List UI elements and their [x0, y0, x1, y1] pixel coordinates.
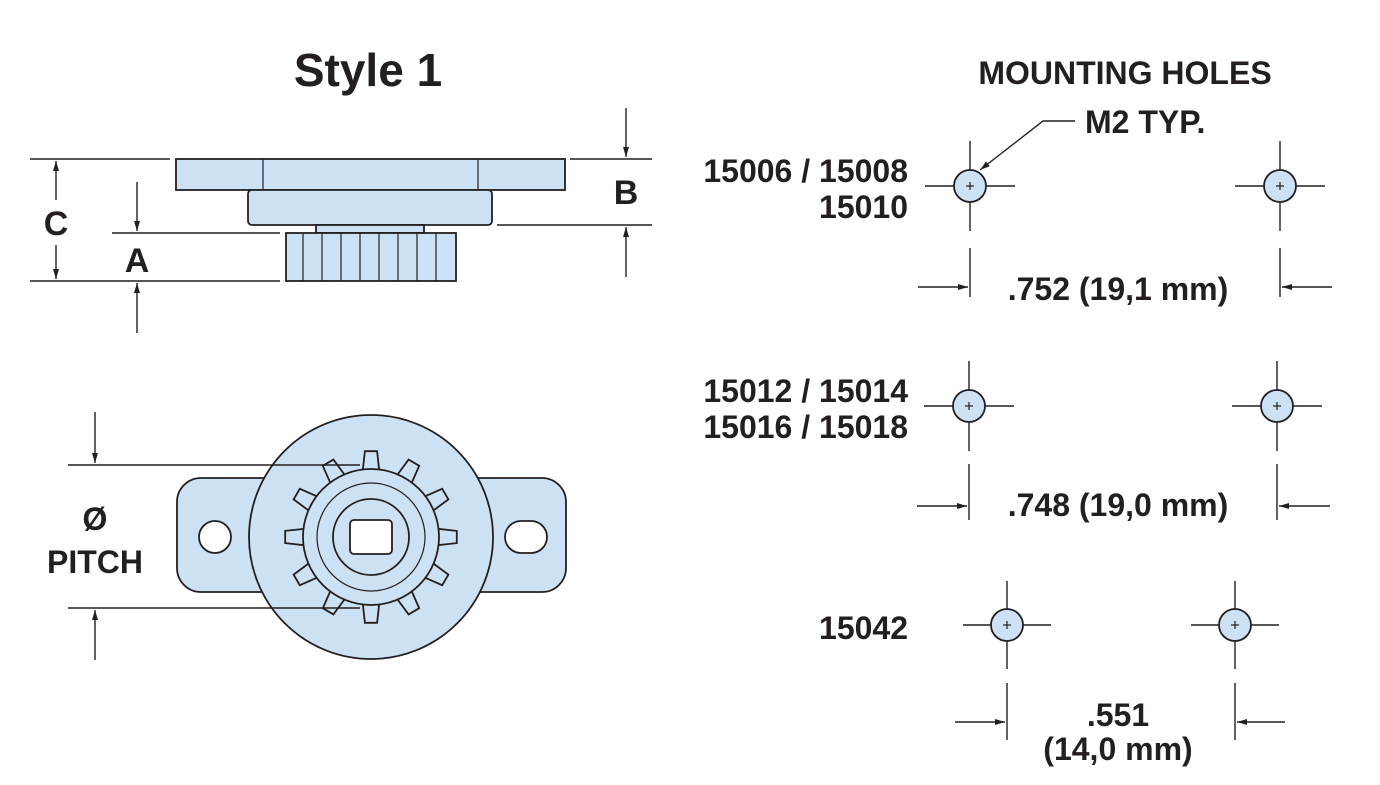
group-2-models-line2: 15016 / 15018 — [703, 409, 908, 445]
group-3-spacing-line2: (14,0 mm) — [1043, 731, 1192, 767]
top-view: Ø PITCH — [47, 412, 567, 660]
mounting-hole-symbol — [924, 361, 1014, 451]
gear-inner-ring — [316, 482, 426, 592]
mounting-hole-symbol — [925, 141, 1015, 231]
rotor-housing — [247, 189, 493, 226]
shaft-slot — [349, 519, 393, 555]
pitch-label: PITCH — [47, 544, 143, 580]
shaft-collar — [315, 224, 425, 234]
mounting-hole-symbol — [963, 581, 1051, 669]
gear-body — [285, 232, 457, 282]
mounting-holes-title: MOUNTING HOLES — [978, 55, 1271, 91]
group-3-models-line1: 15042 — [819, 610, 908, 646]
dimension-c-label: C — [44, 205, 69, 243]
group-2-models-line1: 15012 / 15014 — [703, 373, 908, 409]
pitch-symbol: Ø — [83, 501, 108, 537]
group-2-spacing: .748 (19,0 mm) — [1008, 487, 1229, 523]
hole-group-2: 15012 / 15014 15016 / 15018 .748 (19,0 m… — [703, 361, 1330, 523]
right-mounting-slot — [504, 520, 548, 554]
dimension-a-label: A — [125, 242, 150, 280]
callout-leader — [979, 120, 1075, 171]
group-3-spacing-line1: .551 — [1087, 697, 1149, 733]
group-1-models-line1: 15006 / 15008 — [703, 153, 908, 189]
gear-teeth-lines — [302, 233, 437, 281]
left-mounting-hole — [198, 520, 232, 554]
dimension-b-label: B — [614, 174, 639, 212]
style-title: Style 1 — [294, 44, 442, 96]
mounting-hole-symbol — [1232, 361, 1322, 451]
hole-group-1: 15006 / 15008 15010 .752 (19,1 mm) — [703, 141, 1332, 307]
mounting-hole-symbol — [1235, 141, 1325, 231]
group-1-spacing: .752 (19,1 mm) — [1008, 271, 1229, 307]
group-1-models-line2: 15010 — [819, 189, 908, 225]
side-view: C A B — [30, 108, 652, 333]
mounting-hole-symbol — [1191, 581, 1279, 669]
hole-group-3: 15042 .551 (14,0 mm) — [819, 581, 1285, 767]
m2-callout: M2 TYP. — [1085, 104, 1205, 140]
flange-plate — [175, 158, 566, 191]
